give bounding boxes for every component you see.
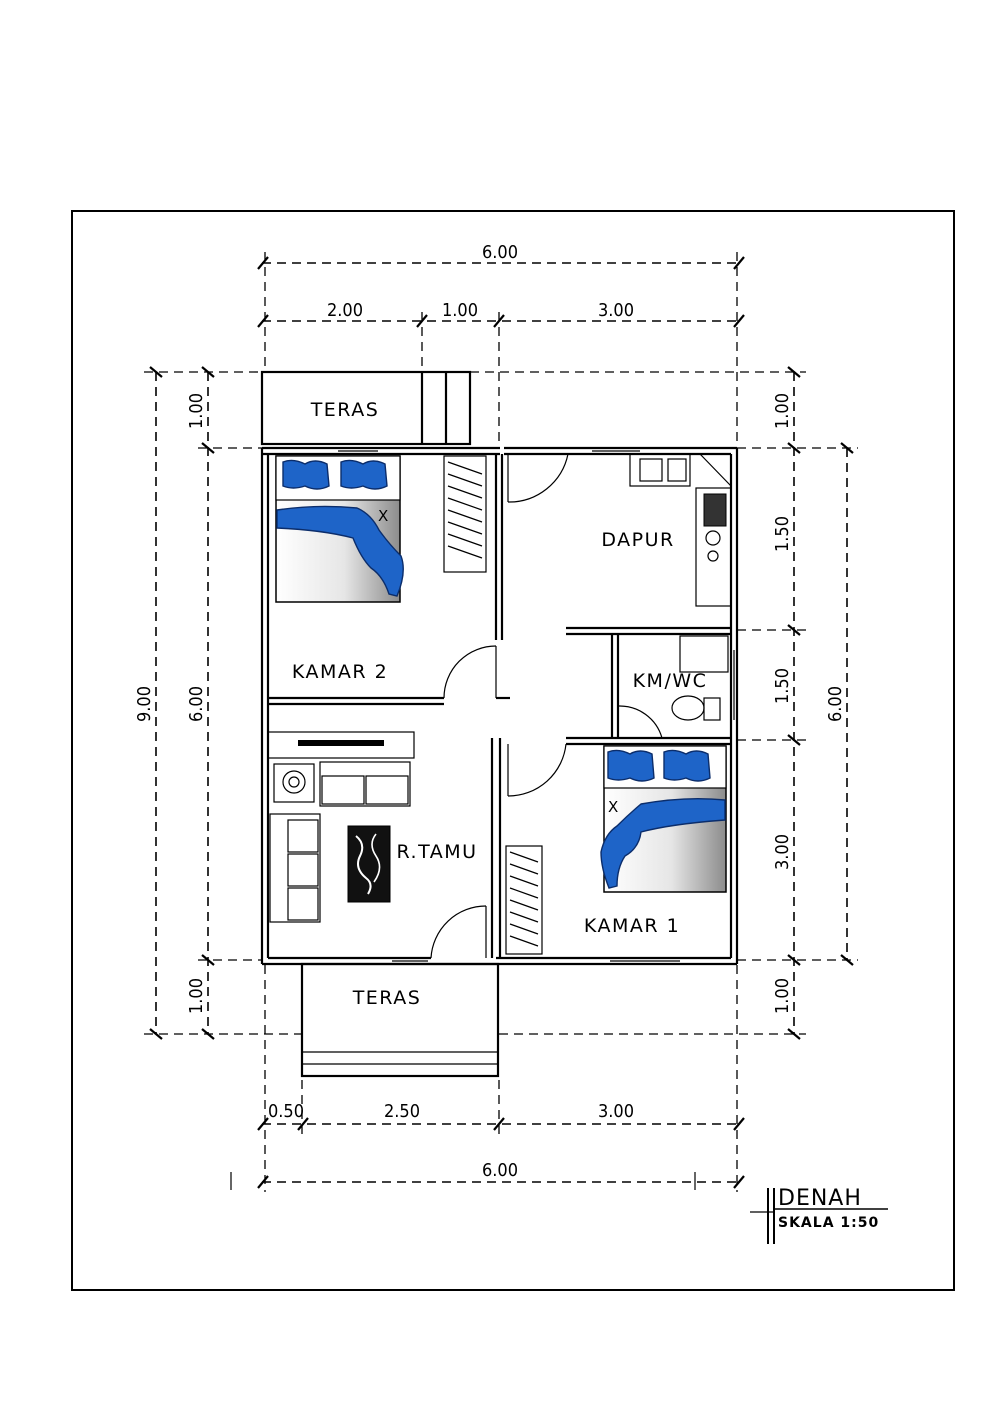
walls xyxy=(260,446,739,966)
dim-left-bottom: 1.00 xyxy=(186,978,207,1014)
svg-text:X: X xyxy=(608,798,618,816)
dim-left-top: 1.00 xyxy=(186,393,207,429)
dim-top-a: 2.00 xyxy=(327,300,363,321)
dim-bottom-a: 0.50 xyxy=(268,1101,304,1122)
label-kamar-1: KAMAR 1 xyxy=(584,915,680,937)
title-block: DENAH SKALA 1:50 xyxy=(750,1186,888,1244)
dim-right-total: 6.00 xyxy=(825,686,846,722)
dim-bottom-c: 3.00 xyxy=(598,1101,634,1122)
dim-top-b: 1.00 xyxy=(442,300,478,321)
kitchen-set xyxy=(629,453,732,607)
teras-bottom xyxy=(300,962,500,1078)
dimension-lines xyxy=(144,252,858,1192)
bathroom-fixtures xyxy=(671,635,729,721)
teras-top xyxy=(260,370,472,446)
drawing-title: DENAH xyxy=(778,1186,862,1211)
label-teras-bottom: TERAS xyxy=(352,987,422,1009)
label-dapur: DAPUR xyxy=(601,529,674,551)
label-r-tamu: R.TAMU xyxy=(397,841,478,863)
sofa-top xyxy=(319,761,411,807)
sheet-border xyxy=(71,210,955,1291)
wardrobe-kamar-2 xyxy=(443,455,487,573)
coffee-table xyxy=(347,825,391,903)
dim-right-b: 1.50 xyxy=(772,668,793,704)
dim-left-mid: 6.00 xyxy=(186,686,207,722)
bed-kamar-1: X xyxy=(600,745,727,893)
sofa-left xyxy=(269,813,321,923)
doors xyxy=(430,453,663,959)
svg-text:X: X xyxy=(378,507,388,525)
dimension-labels: 6.00 2.00 1.00 3.00 0.50 2.50 3.00 6.00 … xyxy=(134,242,846,1181)
bed-kamar-2: X xyxy=(275,455,404,603)
dim-top-c: 3.00 xyxy=(598,300,634,321)
label-km-wc: KM/WC xyxy=(633,670,708,692)
dim-top-total: 6.00 xyxy=(482,242,518,263)
dim-right-top: 1.00 xyxy=(772,393,793,429)
tv-cabinet xyxy=(267,731,415,759)
dim-bottom-b: 2.50 xyxy=(384,1101,420,1122)
dim-bottom-total: 6.00 xyxy=(482,1160,518,1181)
label-kamar-2: KAMAR 2 xyxy=(292,661,388,683)
dim-left-total: 9.00 xyxy=(134,686,155,722)
label-teras-top: TERAS xyxy=(310,399,380,421)
dim-right-a: 1.50 xyxy=(772,516,793,552)
armchair xyxy=(273,763,315,803)
dim-right-c: 3.00 xyxy=(772,834,793,870)
dim-right-bottom: 1.00 xyxy=(772,978,793,1014)
shoe-rack xyxy=(505,845,543,955)
room-labels: TERAS KAMAR 2 DAPUR KM/WC R.TAMU KAMAR 1… xyxy=(292,399,708,1009)
drawing-scale: SKALA 1:50 xyxy=(778,1215,879,1231)
